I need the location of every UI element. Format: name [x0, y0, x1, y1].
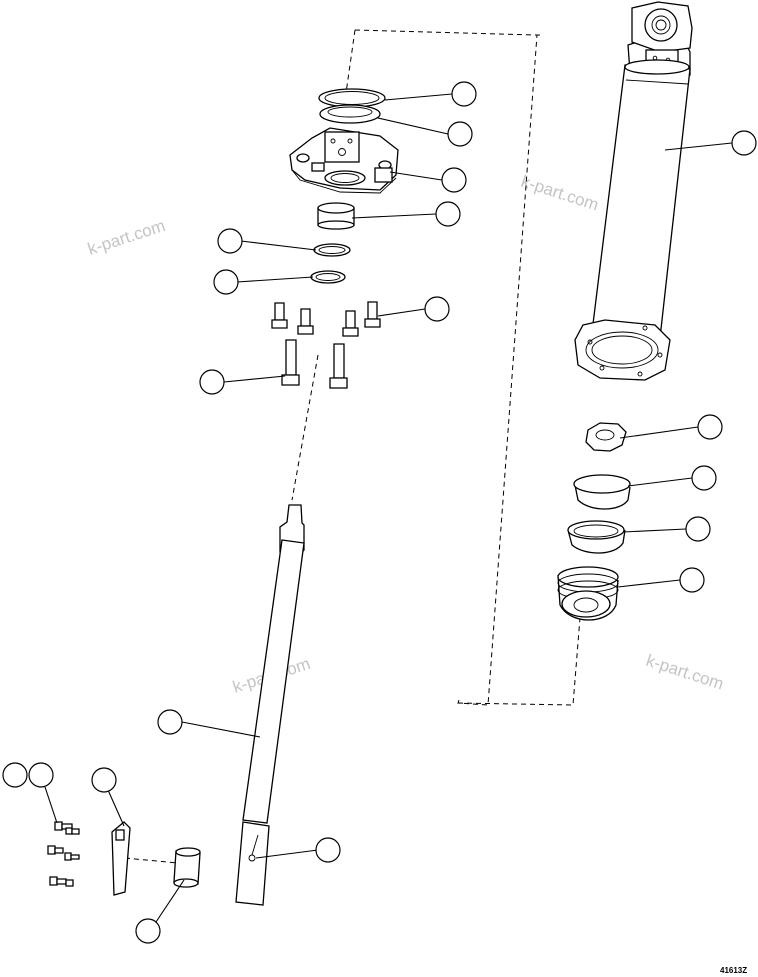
wiper-ring-part: [319, 104, 381, 124]
callout-screw-a[interactable]: [2, 762, 28, 788]
callout-piston[interactable]: [679, 567, 705, 593]
callout-bushing[interactable]: [435, 201, 461, 227]
callout-wiper-ring[interactable]: [447, 121, 473, 147]
callout-lock-nut[interactable]: [697, 414, 723, 440]
callout-rod-eye-bushing[interactable]: [135, 918, 161, 944]
cylinder-barrel-part: [574, 1, 693, 381]
callout-cylinder-head-flange[interactable]: [441, 167, 467, 193]
piston-seal-ring-top-part: [318, 88, 386, 108]
rod-eye-bushing-part: [173, 847, 201, 888]
callout-long-bolts[interactable]: [199, 369, 225, 395]
watermark-4: k-part.com: [644, 651, 726, 694]
piston-part: [557, 566, 619, 621]
lock-nut-part: [585, 422, 627, 452]
cylinder-head-flange-part: [289, 127, 399, 194]
callout-short-bolts[interactable]: [424, 296, 450, 322]
callout-o-ring-lower[interactable]: [213, 269, 239, 295]
drawing-code: 41613Z: [720, 966, 747, 975]
callout-seal-ring[interactable]: [685, 516, 711, 542]
callout-o-ring-upper[interactable]: [217, 228, 243, 254]
callout-piston-seal-ring-top[interactable]: [451, 81, 477, 107]
long-bolts-part: [281, 339, 348, 389]
callout-bubbles: [2, 81, 757, 944]
callout-rod-grease-fitting[interactable]: [315, 837, 341, 863]
cover-plate-part: [111, 821, 131, 896]
o-ring-upper-part: [313, 243, 351, 257]
callout-screw-b[interactable]: [28, 762, 54, 788]
callout-piston-rod[interactable]: [157, 709, 183, 735]
short-bolts-part: [271, 301, 381, 337]
piston-rod-part: [235, 504, 305, 906]
callout-wear-ring[interactable]: [691, 465, 717, 491]
callout-cover-plate[interactable]: [91, 767, 117, 793]
watermark-1: k-part.com: [85, 216, 167, 259]
bushing-part: [317, 202, 355, 230]
screws-part: [47, 821, 80, 887]
assembly-dashed-lines: [124, 29, 581, 864]
leader-lines: [44, 93, 733, 923]
watermark-2: k-part.com: [519, 172, 601, 215]
callout-cylinder-barrel[interactable]: [731, 130, 757, 156]
seal-ring-part: [567, 520, 626, 554]
o-ring-lower-part: [310, 270, 346, 284]
wear-ring-part: [573, 474, 631, 510]
